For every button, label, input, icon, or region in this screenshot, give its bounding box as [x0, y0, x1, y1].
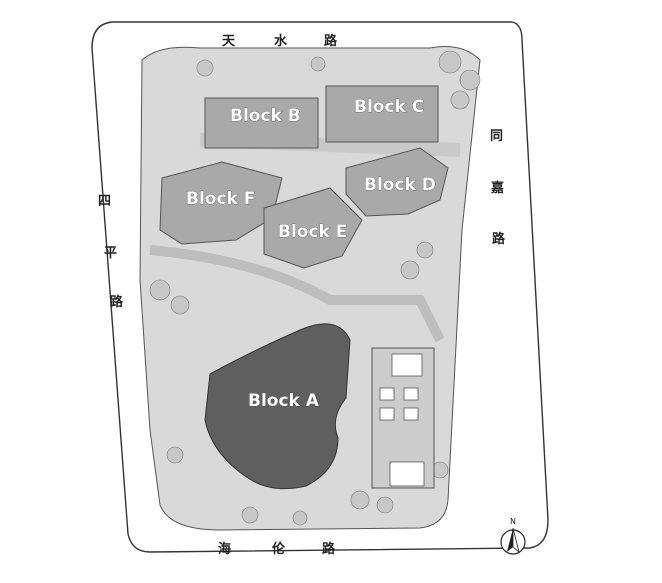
block-e-label: Block E: [278, 222, 347, 242]
road-north-char: 天: [222, 34, 236, 49]
annex-building: [403, 387, 419, 401]
block-f-footprint: [159, 161, 283, 245]
annex-building: [389, 461, 425, 487]
tree-clusters: [149, 50, 481, 526]
north-arrow: N: [500, 517, 526, 555]
road-south-char: 海: [218, 541, 231, 557]
plaza-path: [149, 245, 445, 343]
road-west-char: 平: [104, 246, 117, 261]
road-north-char: 路: [324, 33, 338, 49]
block-c-label: Block C: [354, 97, 424, 117]
road-east-char: 嘉: [490, 180, 504, 196]
road-south-char: 路: [322, 541, 336, 557]
block-a-footprint: [204, 323, 351, 490]
road-west-char: 四: [98, 194, 111, 209]
road-north-char: 水: [274, 33, 288, 49]
annex-building: [403, 407, 419, 421]
annex-building: [379, 407, 395, 421]
block-e-footprint: [263, 187, 363, 269]
block-b-label: Block B: [230, 106, 301, 126]
road-south-char: 伦: [272, 541, 286, 557]
road-east-char: 同: [490, 129, 503, 144]
north-arrow-needle: [507, 528, 513, 552]
road-east-char: 路: [492, 231, 506, 247]
block-a-label: Block A: [248, 391, 320, 411]
block-f-label: Block F: [186, 189, 255, 209]
north-arrow-needle-light: [512, 527, 520, 554]
block-d-label: Block D: [364, 175, 436, 195]
block-d-footprint: [345, 147, 449, 217]
annex-building: [379, 387, 395, 401]
block-b-footprint: [204, 97, 319, 149]
north-arrow-label: N: [510, 517, 516, 526]
annex-building: [391, 353, 423, 377]
block-c-footprint: [325, 85, 439, 143]
road-west-char: 路: [110, 294, 124, 310]
